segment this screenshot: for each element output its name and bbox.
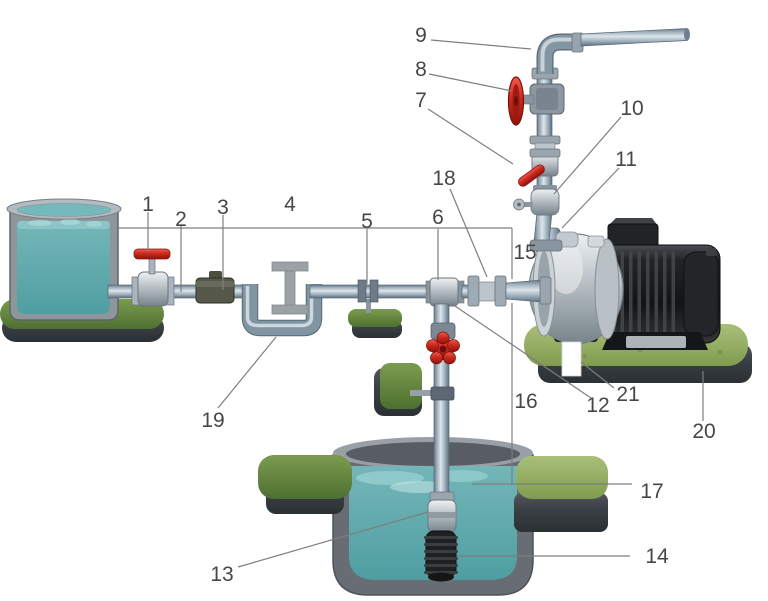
leader-line-19 (217, 336, 277, 409)
label-12: 12 (586, 394, 609, 417)
label-4: 4 (284, 193, 296, 216)
pump-discharge-collar (529, 239, 563, 252)
wave-highlight (28, 220, 52, 226)
vent-stem (523, 202, 533, 207)
foot-valve (427, 491, 457, 533)
filler-plug (587, 235, 605, 248)
label-2: 2 (175, 208, 187, 231)
gate-valve (507, 76, 565, 126)
anchor-slot (561, 341, 582, 377)
label-13: 13 (210, 563, 233, 586)
suction-line (107, 248, 552, 338)
gate-wheel-valve (426, 331, 460, 365)
discharge-elbow (536, 32, 584, 74)
label-5: 5 (361, 210, 373, 233)
union-fitting (467, 275, 507, 307)
label-3: 3 (217, 196, 229, 219)
part-labels: 1 2 3 4 5 6 7 8 9 10 11 12 13 14 15 16 1… (142, 24, 716, 586)
annotation-lines (119, 39, 704, 568)
leader-line-12 (451, 303, 592, 399)
leader-line-9 (430, 39, 532, 50)
casing-neck-band (594, 238, 620, 340)
strainer (424, 530, 458, 582)
label-6: 6 (432, 206, 444, 229)
label-21: 21 (616, 383, 639, 406)
red-lever-handle (518, 164, 545, 187)
label-19: 19 (201, 409, 224, 432)
pipe-end-cap (684, 28, 690, 41)
check-valve (513, 185, 560, 216)
label-8: 8 (415, 58, 427, 81)
reducer (505, 279, 543, 303)
tee-junction (425, 277, 465, 307)
label-14: 14 (645, 545, 669, 568)
leader-line-21 (580, 361, 615, 389)
leader-line-13 (237, 511, 429, 568)
label-1: 1 (142, 193, 154, 216)
red-t-handle (133, 248, 171, 260)
pipe-segment (533, 211, 553, 243)
pit-right-ledge (514, 493, 608, 532)
motor-detail (706, 248, 716, 256)
leader-line-10 (553, 116, 622, 195)
motor-foot-strip (626, 336, 686, 348)
check-fitting (195, 271, 235, 304)
label-17: 17 (640, 480, 663, 503)
inlet-collar (539, 276, 552, 305)
valve-bonnet (522, 94, 535, 105)
wave-highlight (60, 219, 80, 225)
motor-rear-cap (683, 251, 719, 337)
label-15: 15 (513, 241, 536, 264)
leader-line-7 (427, 108, 514, 165)
label-9: 9 (415, 24, 427, 47)
riser-union (529, 135, 561, 158)
electric-motor (601, 218, 721, 350)
label-11: 11 (615, 148, 637, 171)
pit-rim-inner (346, 442, 520, 466)
loop-highlight (245, 286, 314, 328)
leader-line-8 (428, 73, 513, 92)
leader-line-18 (449, 188, 488, 278)
suction-drop-pipe (374, 303, 460, 582)
supply-tank (6, 198, 122, 321)
wave-highlight (356, 471, 424, 485)
wheel-hub (439, 345, 447, 353)
pipe-clamp-support (348, 279, 402, 338)
label-7: 7 (415, 89, 427, 112)
wave-highlight (86, 221, 102, 227)
pipe-support-block (374, 363, 434, 416)
tank-outlet-valve (131, 248, 175, 307)
discharge-line (507, 28, 690, 252)
sump-pit (258, 437, 608, 596)
label-18: 18 (432, 167, 455, 190)
pipe-support-beam (271, 261, 309, 315)
casing-highlight (549, 242, 583, 294)
pit-left-grass (258, 455, 352, 499)
tank-water (17, 224, 110, 314)
label-16: 16 (514, 390, 537, 413)
pump-casing (528, 227, 624, 345)
discharge-outlet-pipe (580, 28, 688, 47)
label-10: 10 (620, 97, 643, 120)
pit-right-grass (516, 456, 608, 499)
leader-line-11 (561, 167, 620, 229)
pipe-clamp-band (430, 386, 455, 401)
label-20: 20 (692, 420, 715, 443)
tank-rim-inner (16, 203, 112, 217)
